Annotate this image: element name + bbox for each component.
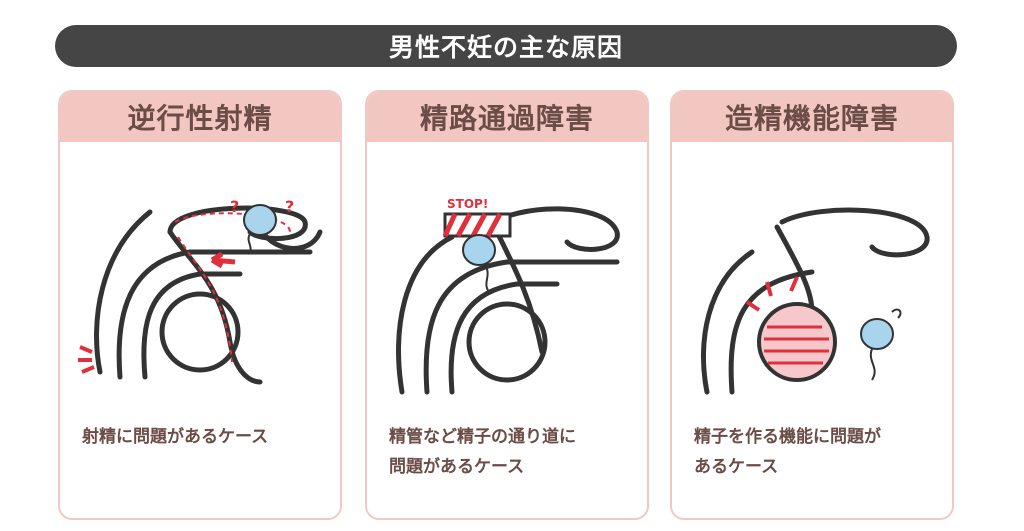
- card-heading: 逆行性射精: [60, 92, 340, 142]
- card-description: 精管など精子の通り道に 問題があるケース: [389, 422, 637, 482]
- card-obstruction: 精路通過障害 STOP! 精管など精子の通り道に 問題があるケース: [365, 90, 649, 520]
- card-heading: 精路通過障害: [367, 92, 647, 142]
- card-description: 射精に問題があるケース: [82, 422, 330, 452]
- sperm-icon: [462, 234, 496, 266]
- stop-sign-text: STOP!: [447, 197, 488, 211]
- description-line: 問題があるケース: [389, 457, 525, 477]
- sperm-icon: [860, 318, 894, 350]
- svg-text:?: ?: [230, 197, 239, 216]
- description-line: 精管など精子の通り道に: [389, 427, 576, 447]
- retrograde-ejaculation-illustration: ? ?: [78, 197, 323, 385]
- testis-icon: [757, 302, 837, 382]
- page-title: 男性不妊の主な原因: [55, 25, 957, 67]
- description-line: あるケース: [694, 457, 779, 477]
- sperm-icon: [243, 204, 277, 236]
- card-heading: 造精機能障害: [672, 92, 952, 142]
- obstruction-illustration: STOP!: [396, 197, 620, 395]
- card-description: 精子を作る機能に問題が あるケース: [694, 422, 942, 482]
- description-line: 射精に問題があるケース: [82, 427, 269, 447]
- card-retrograde-ejaculation: 逆行性射精 ? ? 射精に問題があるケース: [58, 90, 342, 520]
- svg-text:?: ?: [285, 197, 294, 216]
- spermatogenesis-illustration: [700, 207, 930, 395]
- card-spermatogenesis: 造精機能障害 精子を作る機能に問題が あるケース: [670, 90, 954, 520]
- description-line: 精子を作る機能に問題が: [694, 427, 881, 447]
